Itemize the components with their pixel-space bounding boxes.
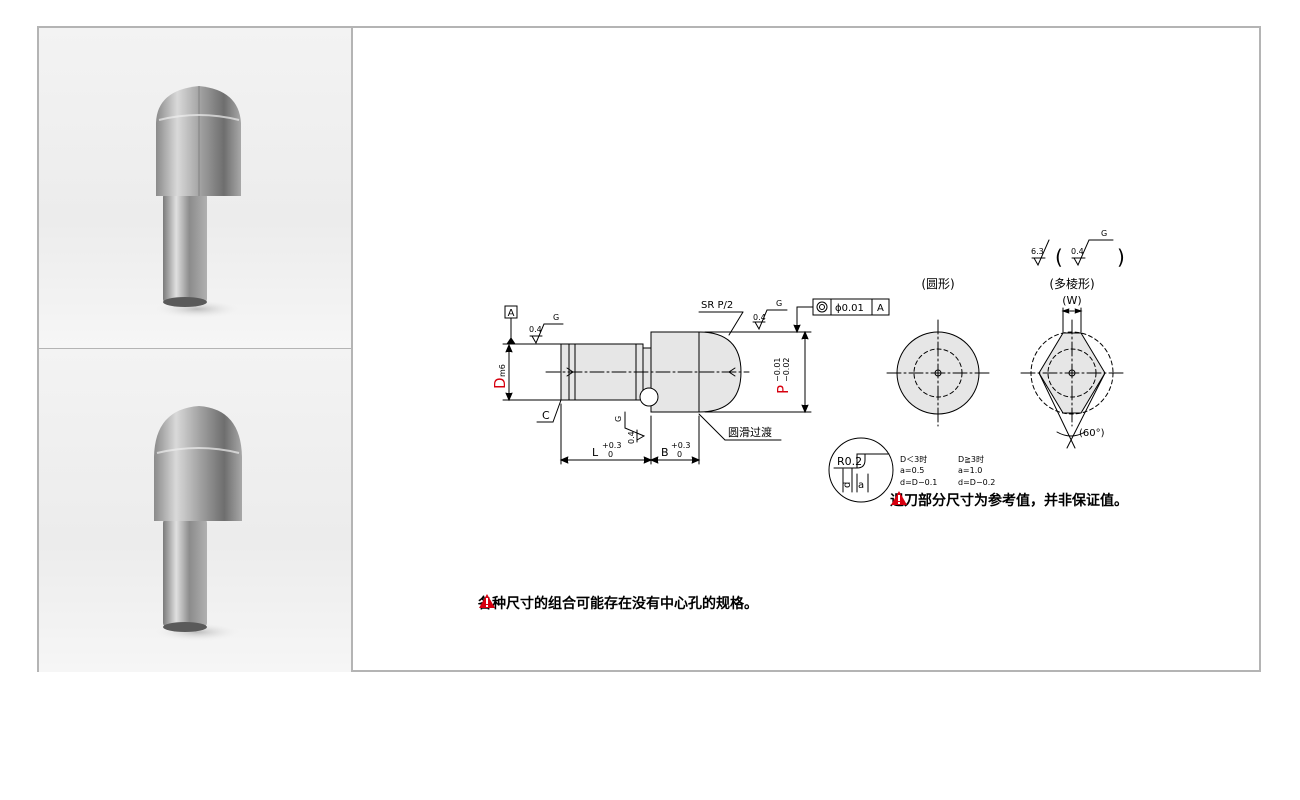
paren-close: ) [1117,245,1125,269]
undercut-r3c1: d=D−0.1 [900,478,937,487]
roughness-04-header: 0.4 [1071,247,1084,256]
product-photo-round-pin [39,349,351,672]
angle-label: (60°) [1079,428,1105,439]
drawing-canvas: A 0.4 G D m6 [491,229,1125,503]
grind-mark-head: G [776,299,782,308]
round-pin-image [154,406,242,641]
concentricity-value: ϕ0.01 [835,303,864,314]
spec-note-text: 各种尺寸的组合可能存在没有中心孔的规格。 [478,596,758,612]
product-panel: A 0.4 G D m6 [37,26,1261,672]
undercut-a-label: a [858,480,864,491]
round-end-view: (圆形) [886,277,990,427]
roughness-bottom: 0.4 [627,431,636,444]
label-d: D [491,377,509,389]
label-b: B [661,446,669,459]
roughness-63: 6.3 [1031,247,1044,256]
product-photo-polygon-pin [39,28,351,350]
side-view: A 0.4 G D m6 [491,298,890,465]
technical-drawing: A 0.4 G D m6 [353,28,1259,670]
warning-icon [891,491,907,505]
grind-mark-header: G [1101,229,1107,238]
concentricity-datum: A [877,303,884,314]
w-label: (W) [1062,294,1081,307]
datum-a-label: A [508,308,515,319]
label-m6: m6 [498,364,507,377]
product-photos [39,28,353,672]
sr-label: SR P/2 [701,300,733,311]
undercut-d-label: d [842,482,853,488]
undercut-detail: R0.2 a d D＜3时 D≧3时 a=0.5 a=1.0 d=D−0.1 d… [828,437,995,503]
label-p: P [774,385,792,394]
polygon-end-view: (多棱形) 6.3 ( 0.4 G ) [1020,229,1125,449]
b-tol-upper: +0.3 [671,441,690,450]
p-tol-upper: −0.01 [773,357,782,382]
undercut-r2c1: a=0.5 [900,466,924,475]
label-l: L [592,446,599,459]
l-tol-lower: 0 [608,450,613,459]
undercut-r1c1: D＜3时 [900,454,927,464]
p-tol-lower: −0.02 [782,357,791,382]
polygon-pin-image [155,86,241,318]
polygon-view-label: (多棱形) [1049,276,1094,291]
undercut-r2c2: a=1.0 [958,466,982,475]
grind-mark-bottom: G [614,416,623,422]
paren-open: ( [1055,245,1063,269]
round-view-label: (圆形) [921,277,954,291]
spec-note: 各种尺寸的组合可能存在没有中心孔的规格。 [478,593,758,613]
smooth-transition-label: 圆滑过渡 [728,425,772,439]
roughness-left: 0.4 [529,325,542,334]
warning-icon [479,594,495,608]
undercut-note: 退刀部分尺寸为参考值，并非保证值。 [890,490,1128,510]
grind-mark-left: G [553,313,559,322]
undercut-r3c2: d=D−0.2 [958,478,995,487]
label-c: C [542,409,550,422]
undercut-r1c2: D≧3时 [958,454,984,464]
roughness-head: 0.4 [753,313,766,322]
l-tol-upper: +0.3 [602,441,621,450]
b-tol-lower: 0 [677,450,682,459]
undercut-note-text: 退刀部分尺寸为参考值，并非保证值。 [890,493,1128,509]
r-label: R0.2 [837,455,862,468]
